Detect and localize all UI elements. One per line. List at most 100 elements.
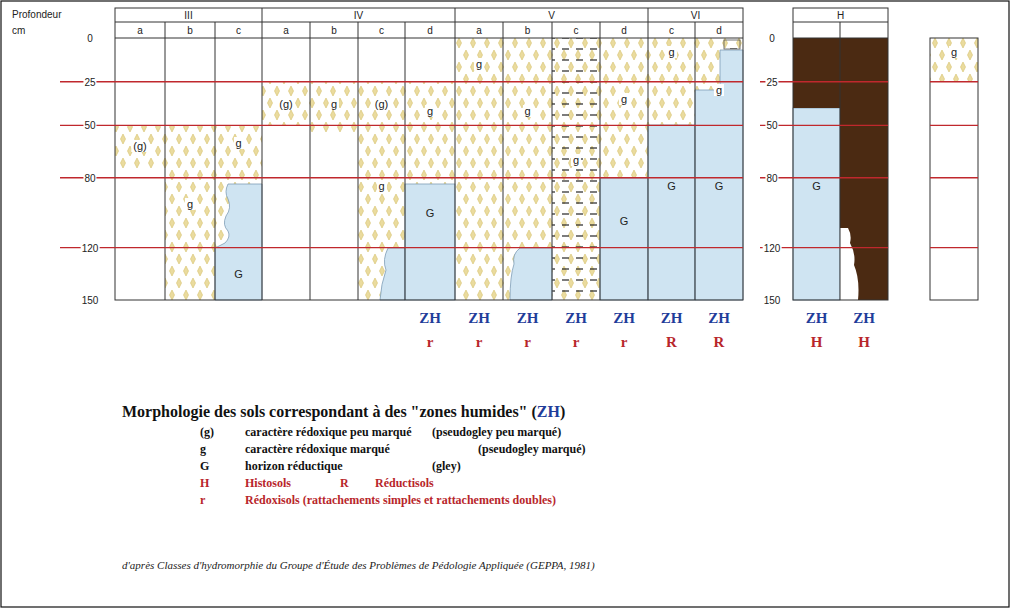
subclass-header: b <box>187 25 193 36</box>
table-grid <box>552 22 553 300</box>
subclass-header: d <box>621 25 627 36</box>
redox-mottles <box>600 38 648 178</box>
depth-label: 25 <box>765 76 778 87</box>
depth-lines <box>930 125 978 126</box>
subclass-header: a <box>476 25 482 36</box>
zone-humide-tag: ZH <box>468 310 490 327</box>
legend-symbol: H <box>200 476 209 491</box>
reductic-horizon <box>510 248 552 300</box>
redox-mottles <box>165 125 215 300</box>
table-grid <box>115 8 978 300</box>
subclass-header: b <box>525 25 531 36</box>
horizon-symbol: (g) <box>277 98 294 110</box>
legend-text: Rédoxisols (rattachements simples et rat… <box>245 493 556 508</box>
small-hatched-box <box>724 40 740 49</box>
depth-label: 25 <box>83 76 96 87</box>
zone-humide-tag: ZH <box>419 310 441 327</box>
zone-humide-tag: ZH <box>806 310 828 327</box>
reductic-horizon <box>380 248 405 300</box>
legend-symbol: g <box>200 442 206 457</box>
table-grid <box>115 22 743 23</box>
depth-lines <box>930 81 978 82</box>
table-grid <box>115 8 743 300</box>
redox-mottles <box>455 38 503 300</box>
subclass-header: d <box>427 25 433 36</box>
horizon-symbol: g <box>619 93 629 105</box>
mineral-pocket <box>840 228 859 300</box>
redox-mottles <box>215 125 262 300</box>
legend-symbol: r <box>200 493 205 508</box>
subclass-header: c <box>236 25 241 36</box>
horizon-symbol: g <box>233 137 243 149</box>
horizon-symbol: g <box>185 198 195 210</box>
horizon-symbol: g <box>522 105 532 117</box>
legend-text: horizon réductique <box>245 459 343 474</box>
redox-mottles <box>503 38 552 300</box>
depth-label: 0 <box>86 33 94 44</box>
soil-class-tag: H <box>858 334 870 351</box>
legend-note: (pseudogley marqué) <box>478 442 585 457</box>
redox-mottles <box>115 125 165 170</box>
table-grid <box>215 22 216 300</box>
depth-lines <box>60 125 743 126</box>
depth-label: 0 <box>768 33 776 44</box>
horizon-symbol: G <box>810 180 823 192</box>
zone-humide-tag: ZH <box>613 310 635 327</box>
zone-humide-tag: ZH <box>853 310 875 327</box>
horizon-symbol: g <box>949 46 959 58</box>
table-grid <box>503 22 504 300</box>
soil-class-tag: R <box>666 334 677 351</box>
redox-mottles <box>720 38 743 50</box>
reductic-horizon <box>600 178 648 300</box>
figure-title: Morphologie des sols correspondant à des… <box>122 403 565 421</box>
horizon-symbol: G <box>232 268 245 280</box>
horizon-symbol: (g) <box>131 140 148 152</box>
depth-label: 80 <box>83 172 96 183</box>
table-grid <box>840 22 841 300</box>
subclass-header: a <box>283 25 289 36</box>
depth-label: 80 <box>765 172 778 183</box>
table-grid <box>930 38 978 300</box>
legend-symbol: (g) <box>200 425 214 440</box>
soil-class-tag: r <box>573 334 580 351</box>
horizon-symbol: g <box>666 46 676 58</box>
subclass-header: d <box>716 25 722 36</box>
legend-text: caractère rédoxique peu marqué <box>245 425 412 440</box>
depth-lines <box>60 81 743 82</box>
horizon-symbol: g <box>571 154 581 166</box>
zone-humide-tag: ZH <box>661 310 683 327</box>
subclass-header: c <box>574 25 579 36</box>
soil-class-tag: r <box>476 334 483 351</box>
table-grid <box>262 8 263 300</box>
depth-lines <box>760 177 888 178</box>
redox-mottles <box>405 82 455 186</box>
histic-horizon <box>840 38 888 300</box>
reductic-horizon <box>793 108 840 300</box>
horizon-symbol: g <box>425 105 435 117</box>
class-header: H <box>837 10 844 21</box>
horizon-symbol: G <box>618 215 631 227</box>
table-grid <box>648 8 649 300</box>
horizon-symbol: g <box>376 180 386 192</box>
depth-label: 120 <box>81 242 100 253</box>
table-grid <box>405 22 406 300</box>
redox-mottles <box>115 38 978 300</box>
table-grid <box>695 22 696 300</box>
redox-mottles <box>262 82 310 125</box>
table-grid <box>358 22 359 300</box>
subclass-header: a <box>137 25 143 36</box>
class-header: IV <box>354 10 363 21</box>
subclass-header: c <box>669 25 674 36</box>
source-caption: d'après Classes d'hydromorphie du Groupe… <box>122 559 595 571</box>
depth-lines <box>930 247 978 248</box>
redox-mottles <box>358 82 405 300</box>
horizon-symbol: G <box>424 207 437 219</box>
depth-label: 50 <box>765 120 778 131</box>
depth-lines <box>930 177 978 178</box>
depth-lines <box>60 247 743 248</box>
class-header: VI <box>691 10 700 21</box>
soil-class-tag: R <box>714 334 725 351</box>
soil-class-tag: r <box>621 334 628 351</box>
